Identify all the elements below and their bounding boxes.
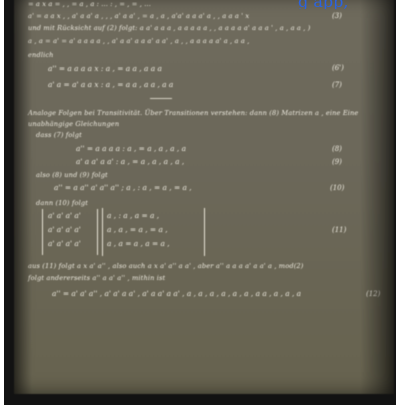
text-line: dass (7) folgt xyxy=(36,131,82,139)
equation: a' a a' a a' : a , = a , a , a , a , xyxy=(76,157,185,166)
text-line: a' = a a x , , a' a a' a , , , a' a a' ,… xyxy=(28,12,250,20)
system-bar-left xyxy=(102,208,103,256)
equation: a' a = a' a a x : a , = a a , a a , a a xyxy=(48,80,174,89)
equation: a'' = a a a a x : a , = a a , a a a xyxy=(48,64,162,73)
manuscript-sheet: = a x a = , , = a , a : ... : , = , = , … xyxy=(14,0,394,394)
text-line: und mit Rücksicht auf (2) folgt: a a' a … xyxy=(28,24,311,32)
equation: a'' = a a a a : a , = a , a , a , a xyxy=(76,144,186,153)
text-line: = a x a = , , = a , a : ... : , = , = , … xyxy=(28,0,151,8)
equation: a'' = a a'' a' a'' a'' ; a , : a , = a ,… xyxy=(54,183,192,192)
equation-number: (7) xyxy=(332,81,342,89)
equation: a'' = a' a' a'' , a' a' a a' , a' a a' a… xyxy=(52,289,302,298)
text-line: folgt andererseits a'' a a' a'' , mithin… xyxy=(28,274,166,282)
equation-number: (10) xyxy=(330,184,345,192)
condition-row: a , a = a , a = a , xyxy=(107,239,170,248)
photographed-page: = a x a = , , = a , a : ... : , = , = , … xyxy=(4,0,396,405)
page-shadow-right xyxy=(360,0,394,394)
separator-rule xyxy=(150,98,172,99)
matrix-row: a' a' a' a' xyxy=(48,225,81,234)
text-line: dann (10) folgt xyxy=(36,199,89,207)
text-line: a , a = a' = a' a a a a , , a' a a' a a … xyxy=(28,37,250,45)
text-line: unabhängige Gleichungen xyxy=(28,120,120,128)
text-line: aus (11) folgt a x a' a'' , also auch a … xyxy=(28,262,304,270)
equation-number: (6') xyxy=(332,64,344,72)
equation-number: (12) xyxy=(366,290,381,298)
text-line: endlich xyxy=(28,51,54,59)
header-fragment: g app, xyxy=(298,0,400,9)
equation-number: (3) xyxy=(332,12,342,20)
system-bar-right xyxy=(204,208,205,256)
matrix-row: a' a' a' a' xyxy=(48,211,81,220)
equation-number: (9) xyxy=(332,158,342,166)
matrix-row: a' a' a' a' xyxy=(48,239,81,248)
condition-row: a , a , = a , = a , xyxy=(107,225,168,234)
condition-row: a , : a , a = a , xyxy=(107,211,160,220)
equation-number: (11) xyxy=(332,226,347,234)
text-line: also (8) und (9) folgt xyxy=(36,171,108,179)
determinant-bracket xyxy=(42,209,98,255)
text-line: Analoge Folgen bei Transitivität. Über T… xyxy=(28,109,359,117)
equation-number: (8) xyxy=(332,145,342,153)
page-shadow-left xyxy=(14,0,32,394)
